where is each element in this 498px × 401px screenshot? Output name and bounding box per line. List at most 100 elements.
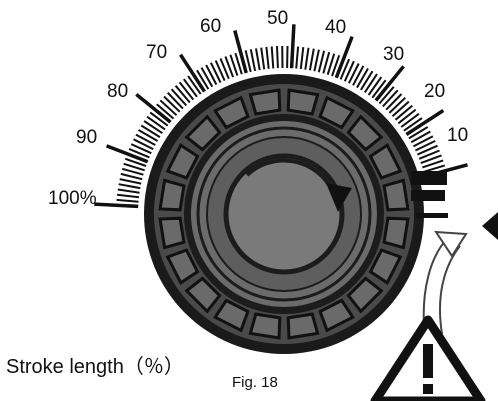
minor-tick bbox=[244, 50, 252, 73]
minor-tick bbox=[265, 46, 270, 69]
scale-label-70: 70 bbox=[146, 42, 167, 63]
grip-segment bbox=[286, 88, 320, 116]
minor-tick bbox=[156, 103, 175, 120]
minor-tick bbox=[117, 188, 140, 194]
minor-tick bbox=[249, 49, 257, 72]
minor-tick bbox=[224, 56, 235, 78]
dial-scale-ticks bbox=[94, 24, 468, 209]
grip-segment bbox=[165, 143, 200, 180]
grip-segment bbox=[184, 114, 222, 152]
minor-tick bbox=[121, 167, 144, 176]
rotation-arrowhead-icon bbox=[326, 183, 352, 212]
stroke-dial-knob[interactable] bbox=[144, 74, 424, 354]
minor-tick bbox=[394, 104, 413, 121]
minor-tick bbox=[352, 65, 365, 86]
minor-tick bbox=[143, 120, 163, 135]
grip-segment bbox=[368, 143, 403, 180]
grip-segment bbox=[382, 178, 410, 212]
minor-tick bbox=[360, 70, 374, 91]
figure-caption: Fig. 18 bbox=[232, 374, 278, 391]
scale-label-90: 90 bbox=[76, 127, 97, 148]
minor-tick bbox=[133, 138, 154, 150]
minor-tick bbox=[116, 193, 140, 199]
minor-tick bbox=[163, 95, 181, 113]
grip-segment bbox=[184, 276, 222, 314]
minor-tick bbox=[120, 172, 143, 181]
minor-tick bbox=[295, 46, 300, 69]
scale-label-80: 80 bbox=[107, 81, 128, 102]
grip-segment bbox=[213, 298, 250, 333]
minor-tick bbox=[356, 68, 369, 89]
minor-tick bbox=[408, 126, 429, 140]
minor-tick bbox=[276, 46, 279, 69]
minor-tick bbox=[119, 178, 142, 185]
minor-tick bbox=[138, 129, 159, 142]
grip-segment bbox=[158, 216, 186, 250]
scale-label-50: 50 bbox=[267, 8, 288, 29]
grip-segment bbox=[165, 248, 200, 285]
minor-tick bbox=[367, 76, 383, 96]
minor-tick bbox=[371, 79, 387, 99]
major-tick bbox=[135, 93, 172, 124]
minor-tick bbox=[229, 54, 239, 76]
minor-tick bbox=[388, 96, 406, 114]
minor-tick bbox=[116, 198, 139, 203]
grip-segment bbox=[318, 95, 355, 130]
minor-tick bbox=[378, 86, 395, 105]
minor-tick bbox=[170, 88, 188, 107]
grip-segment bbox=[318, 298, 355, 333]
major-tick bbox=[334, 35, 354, 79]
grip-segment bbox=[368, 248, 403, 285]
major-tick bbox=[179, 53, 206, 93]
rotation-arrow-icon bbox=[245, 158, 334, 191]
minor-tick bbox=[348, 63, 360, 84]
minor-tick bbox=[178, 81, 195, 101]
minor-tick bbox=[214, 60, 226, 82]
minor-tick bbox=[400, 112, 420, 128]
minor-tick bbox=[422, 159, 444, 169]
minor-tick bbox=[146, 115, 166, 131]
minor-tick bbox=[128, 147, 150, 159]
minor-tick bbox=[219, 58, 230, 80]
scale-label-40: 40 bbox=[325, 17, 346, 38]
warning-icon bbox=[370, 315, 486, 401]
minor-tick bbox=[135, 133, 156, 146]
minor-tick bbox=[416, 144, 438, 156]
minor-tick bbox=[423, 164, 446, 173]
minor-tick bbox=[299, 46, 305, 70]
major-tick bbox=[94, 202, 139, 209]
minor-tick bbox=[363, 73, 378, 93]
scale-label-100: 100% bbox=[48, 188, 97, 209]
minor-tick bbox=[385, 93, 403, 111]
stroke-length-caption: Stroke length（％） bbox=[6, 356, 184, 378]
minor-tick bbox=[339, 58, 351, 80]
minor-tick bbox=[174, 85, 191, 104]
minor-tick bbox=[343, 60, 355, 82]
minor-tick bbox=[130, 143, 152, 155]
grip-segment bbox=[158, 178, 186, 212]
minor-tick bbox=[159, 99, 178, 116]
major-tick bbox=[105, 144, 149, 164]
knob-grip-segments bbox=[158, 88, 410, 340]
scale-label-20: 20 bbox=[424, 81, 445, 102]
minor-tick bbox=[414, 139, 436, 152]
turn-direction-arrow-icon bbox=[422, 230, 468, 335]
minor-tick bbox=[255, 48, 261, 71]
grip-segment bbox=[213, 95, 250, 130]
minor-tick bbox=[166, 92, 184, 110]
minor-tick bbox=[123, 162, 145, 172]
minor-tick bbox=[200, 67, 214, 88]
grip-segment bbox=[248, 312, 282, 340]
scale-label-10: 10 bbox=[447, 125, 468, 146]
minor-tick bbox=[403, 117, 423, 132]
minor-tick bbox=[187, 75, 202, 95]
minor-tick bbox=[322, 51, 331, 74]
minor-tick bbox=[418, 149, 440, 160]
scale-label-30: 30 bbox=[383, 44, 404, 65]
minor-tick bbox=[118, 183, 141, 190]
minor-tick bbox=[397, 108, 417, 125]
grip-segment bbox=[286, 312, 320, 340]
minor-tick bbox=[304, 47, 310, 70]
minor-tick bbox=[234, 52, 243, 75]
